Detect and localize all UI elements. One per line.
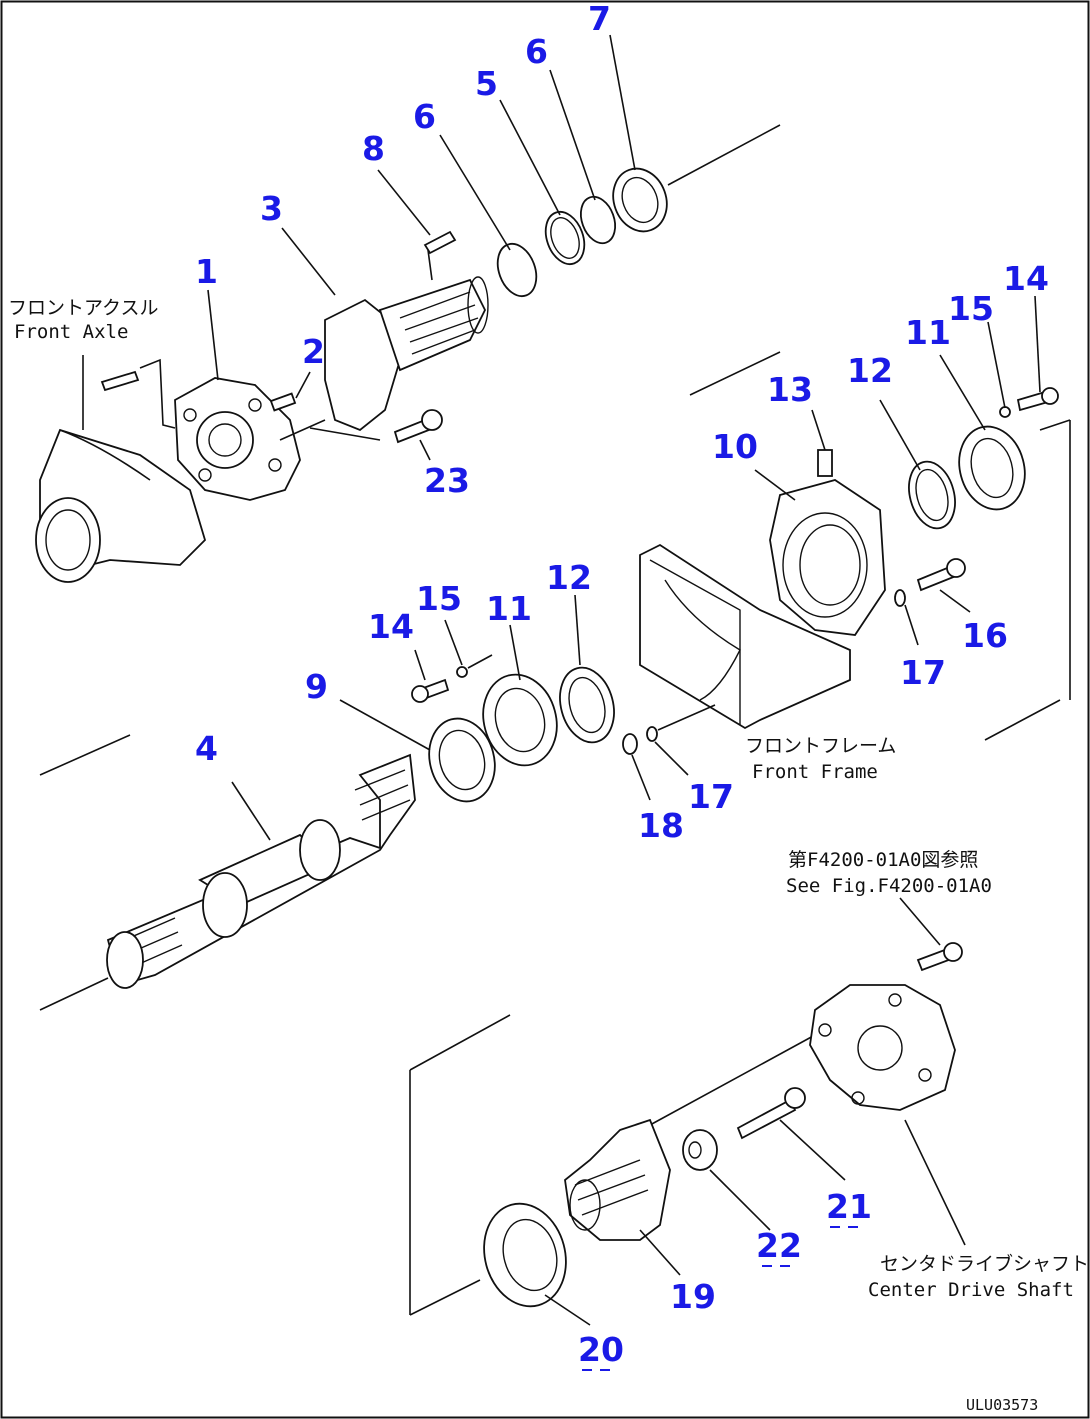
bolt-14-right <box>1016 387 1059 412</box>
bolt-21 <box>736 1087 806 1140</box>
front-axle-housing <box>35 428 207 583</box>
callout-11: 11 <box>486 589 532 628</box>
callout-8: 8 <box>362 129 385 168</box>
washer-22 <box>682 1129 718 1171</box>
callout-6: 6 <box>525 32 548 71</box>
seal-5 <box>544 210 586 266</box>
leader-4 <box>231 781 271 841</box>
nipple-2 <box>269 371 311 412</box>
seal-12-left <box>559 666 615 744</box>
washer-17-right <box>894 589 906 607</box>
callout-11: 11 <box>905 313 951 352</box>
cover-11-left <box>482 673 558 767</box>
callout-14: 14 <box>368 607 414 646</box>
callout-4: 4 <box>195 729 218 768</box>
washer-15-left <box>456 666 468 678</box>
leader-lines-right <box>754 295 1041 646</box>
bolt-16 <box>916 558 966 592</box>
callout-16: 16 <box>962 616 1008 655</box>
front-frame-plate <box>639 543 851 730</box>
cover-11-right <box>958 425 1026 511</box>
snap-ring-6a <box>496 242 538 298</box>
flange-yoke-1 <box>174 377 301 501</box>
front-axle-label-en: Front Axle <box>14 321 128 343</box>
callout-underlines <box>582 1226 858 1371</box>
callout-12: 12 <box>847 351 893 390</box>
leader-lines-mid <box>339 594 689 801</box>
bracket-top <box>409 1014 511 1071</box>
washer-15-right <box>999 406 1011 418</box>
axis-lower <box>649 1034 816 1126</box>
callout-17: 17 <box>900 653 946 692</box>
front-frame-label-jp: フロントフレーム <box>745 735 896 757</box>
washer-17-left <box>646 726 658 742</box>
figure-number: ULU03573 <box>966 1396 1038 1414</box>
small-bolt-left <box>100 358 176 429</box>
callout-3: 3 <box>260 189 283 228</box>
callout-21: 21 <box>826 1187 872 1226</box>
labels: フロントアクスル Front Axle フロントフレーム Front Frame… <box>8 297 1089 1414</box>
grease-fitting-8 <box>423 230 457 281</box>
bolt-14-left <box>411 678 450 703</box>
bolt-23 <box>393 409 443 444</box>
callout-18: 18 <box>638 806 684 845</box>
callout-9: 9 <box>305 667 328 706</box>
center-drive-shaft-label-en: Center Drive Shaft <box>868 1279 1074 1301</box>
yoke-19 <box>564 1118 671 1241</box>
callout-13: 13 <box>767 370 813 409</box>
ref-bolt <box>899 897 963 972</box>
front-frame-label-en: Front Frame <box>752 761 878 783</box>
grease-nipple-13 <box>811 409 833 477</box>
bracket-bottom <box>409 1279 481 1316</box>
leader-lines-lower <box>544 1119 966 1326</box>
frame-bracket-outline <box>689 351 1071 741</box>
callout-17: 17 <box>688 777 734 816</box>
drive-shaft-4 <box>106 753 416 989</box>
nut-18 <box>622 733 638 755</box>
callout-15: 15 <box>948 289 994 328</box>
callout-6: 6 <box>413 97 436 136</box>
yoke-3 <box>279 276 489 441</box>
cross-flange-center <box>809 984 956 1111</box>
callout-2: 2 <box>302 332 325 371</box>
callout-15: 15 <box>416 579 462 618</box>
axis-upper <box>667 124 781 186</box>
callout-23: 23 <box>424 461 470 500</box>
axis-mid-left <box>39 734 131 776</box>
callout-10: 10 <box>712 427 758 466</box>
callout-7: 7 <box>588 0 611 38</box>
reference-label-jp: 第F4200-01A0図参照 <box>788 849 978 871</box>
seal-12-right <box>908 460 956 530</box>
snap-ring-6b <box>579 195 617 245</box>
callout-20: 20 <box>578 1330 624 1369</box>
axis-shaft-left <box>39 977 109 1011</box>
bearing-7 <box>612 167 668 233</box>
reference-label-en: See Fig.F4200-01A0 <box>786 875 992 897</box>
center-drive-shaft-label-jp: センタドライブシャフト <box>880 1252 1089 1275</box>
seal-20 <box>483 1202 567 1308</box>
callout-5: 5 <box>475 64 498 103</box>
bearing-housing-10 <box>769 479 886 636</box>
front-axle-label-jp: フロントアクスル <box>8 297 158 319</box>
callout-19: 19 <box>670 1277 716 1316</box>
leader-lines-upper <box>207 34 636 461</box>
callout-22: 22 <box>756 1226 802 1265</box>
callouts: 7 6 5 6 8 3 1 2 23 14 15 11 12 13 10 12 … <box>195 0 1049 1369</box>
cover-9 <box>428 717 496 803</box>
callout-12: 12 <box>546 558 592 597</box>
callout-14: 14 <box>1003 259 1049 298</box>
callout-1: 1 <box>195 252 218 291</box>
